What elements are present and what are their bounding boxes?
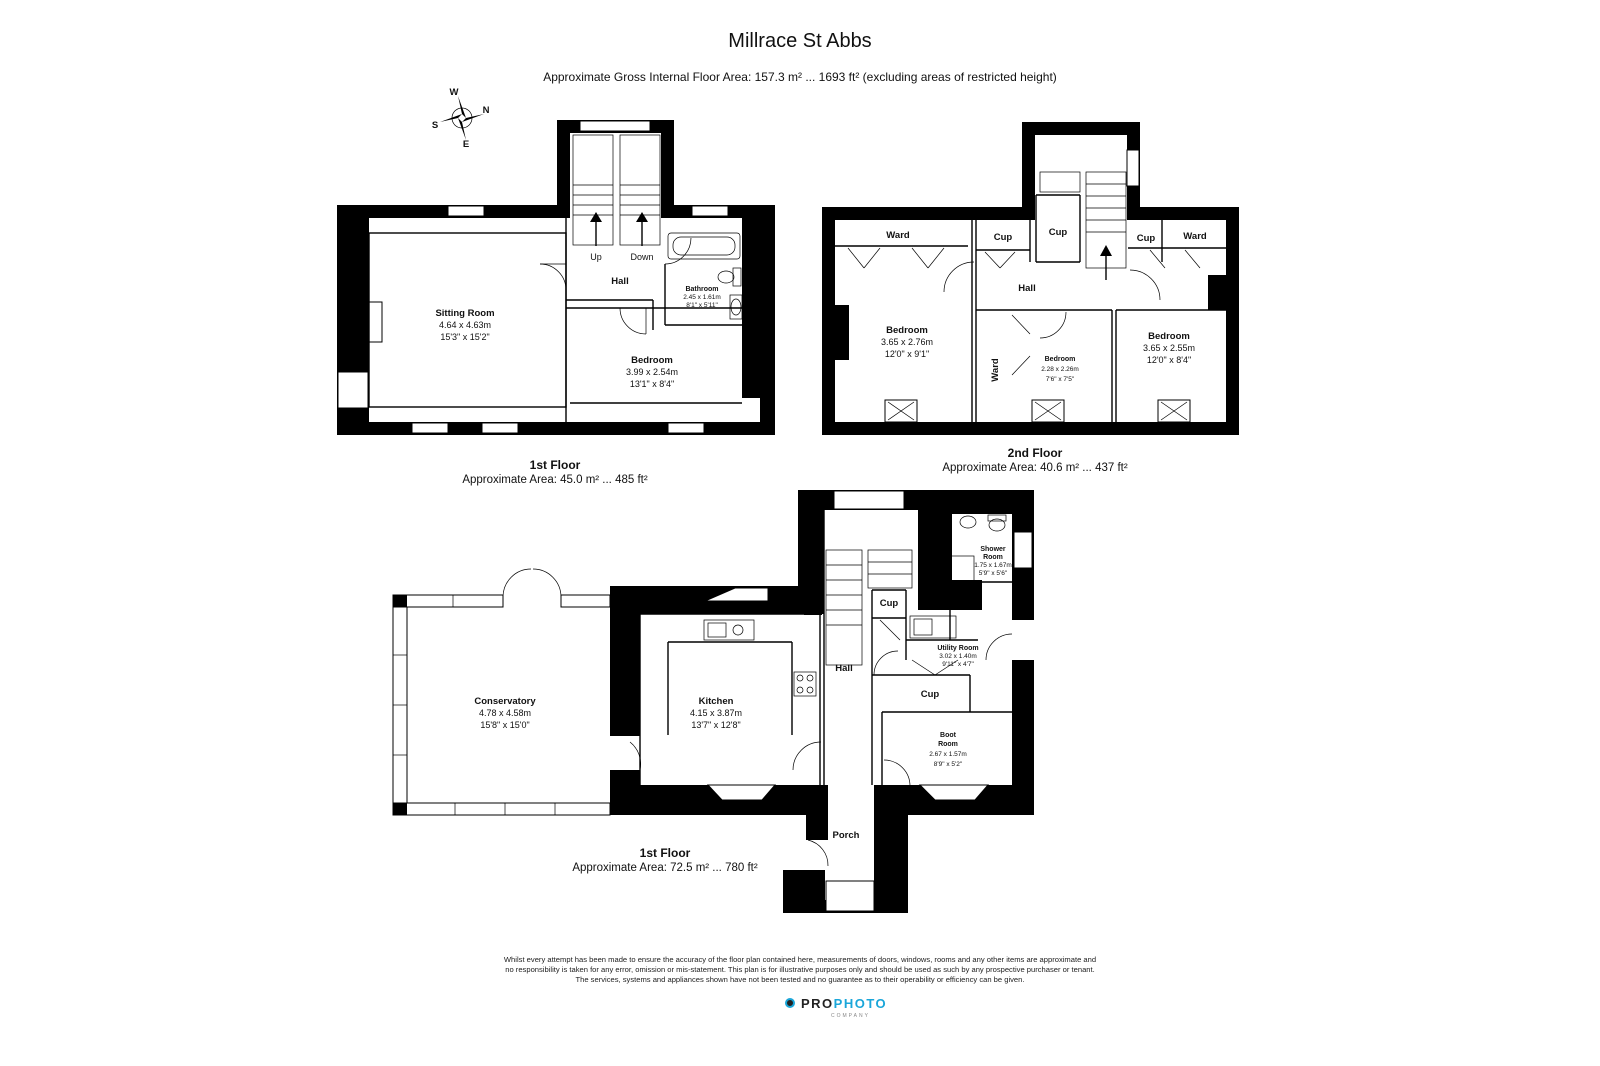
kitchen-imperial: 13'7" x 12'8"	[691, 720, 740, 730]
compass-e: E	[463, 139, 469, 150]
boot-room-label-line2: Room	[938, 741, 958, 748]
boot-room-label-line1: Boot	[940, 732, 957, 739]
compass-w: W	[450, 87, 459, 98]
second-floor-bedroom-1-label: Bedroom	[886, 325, 928, 336]
first-floor-plan: Sitting Room 4.64 x 4.63m 15'3" x 15'2" …	[337, 120, 775, 435]
utility-room-imperial: 9'11" x 4'7"	[942, 661, 974, 668]
second-floor-bedroom-1-metric: 3.65 x 2.76m	[881, 337, 933, 347]
first-floor-sitting-room-imperial: 15'3" x 15'2"	[440, 332, 489, 342]
disclaimer-line-3: The services, systems and appliances sho…	[575, 975, 1025, 984]
page-title: Millrace St Abbs	[728, 30, 872, 52]
staircase	[572, 134, 661, 246]
shower-room-metric: 1.75 x 1.67m	[974, 562, 1012, 569]
second-floor-caption-name: 2nd Floor	[1007, 446, 1063, 460]
second-floor-ward-2-label: Ward	[990, 358, 1001, 382]
staircase	[1039, 171, 1127, 280]
shower-room-imperial: 5'9" x 5'6"	[979, 570, 1008, 577]
conservatory-metric: 4.78 x 4.58m	[479, 708, 531, 718]
second-floor-ward-3-label: Ward	[1183, 231, 1207, 242]
second-floor-bedroom-3-label: Bedroom	[1148, 331, 1190, 342]
skylight-icon	[1157, 399, 1191, 423]
camera-lens-icon	[785, 998, 795, 1008]
disclaimer-line-2: no responsibility is taken for any error…	[505, 965, 1095, 974]
second-floor-caption: 2nd Floor Approximate Area: 40.6 m² ... …	[880, 446, 1190, 476]
brand-wordmark: PROPHOTO	[801, 996, 887, 1011]
staircase	[825, 549, 913, 666]
first-floor-caption-name: 1st Floor	[529, 458, 581, 472]
second-floor-plan: Ward Cup Cup Cup Ward Hall Ward Bedroom …	[822, 122, 1239, 435]
compass-rose-icon: W N E S	[432, 87, 490, 150]
disclaimer-line-1: Whilst every attempt has been made to en…	[503, 955, 1097, 964]
utility-room-metric: 3.02 x 1.40m	[939, 653, 977, 660]
first-floor-bathroom-label: Bathroom	[685, 286, 718, 293]
ground-floor-caption-area: Approximate Area: 72.5 m² ... 780 ft²	[572, 862, 758, 874]
brand-logo: PROPHOTO COMPANY	[785, 996, 905, 1026]
second-floor-cup-2-label: Cup	[1049, 227, 1068, 238]
second-floor-bedroom-1-imperial: 12'0" x 9'1"	[885, 349, 929, 359]
utility-sink	[909, 615, 957, 639]
shower-room-label-line1: Shower	[980, 546, 1006, 553]
kitchen-label: Kitchen	[699, 696, 734, 707]
first-floor-bedroom-metric: 3.99 x 2.54m	[626, 367, 678, 377]
shower-room-basin	[959, 515, 977, 529]
boot-room-metric: 2.67 x 1.57m	[929, 751, 967, 758]
utility-room-label: Utility Room	[937, 645, 978, 652]
skylight-icon	[1031, 399, 1065, 423]
page-subtitle: Approximate Gross Internal Floor Area: 1…	[543, 70, 1057, 84]
stairs-up-label: Up	[590, 252, 602, 262]
second-floor-bedroom-3-metric: 3.65 x 2.55m	[1143, 343, 1195, 353]
bathtub	[667, 232, 741, 260]
second-floor-bedroom-2-metric: 2.28 x 2.26m	[1041, 366, 1079, 373]
first-floor-bathroom-imperial: 8'1" x 5'11"	[686, 302, 718, 309]
ground-cup-1-label: Cup	[880, 598, 899, 609]
kitchen-metric: 4.15 x 3.87m	[690, 708, 742, 718]
first-floor-hall-label: Hall	[611, 276, 628, 287]
first-floor-sitting-room-label: Sitting Room	[435, 308, 494, 319]
shower-room-label-line2: Room	[983, 554, 1003, 561]
ground-floor-plan: Conservatory 4.78 x 4.58m 15'8" x 15'0" …	[392, 490, 1034, 913]
second-floor-cup-3-label: Cup	[1137, 233, 1156, 244]
shower-room-toilet	[987, 514, 1007, 532]
compass-n: N	[483, 105, 490, 116]
second-floor-hall-label: Hall	[1018, 283, 1035, 294]
kitchen-sink	[703, 619, 755, 641]
boot-room-imperial: 8'9" x 5'2"	[934, 761, 963, 768]
ground-cup-2-label: Cup	[921, 689, 940, 700]
first-floor-sitting-room-metric: 4.64 x 4.63m	[439, 320, 491, 330]
toilet	[717, 267, 742, 287]
second-floor-ward-1-label: Ward	[886, 230, 910, 241]
shower-tray	[939, 555, 975, 585]
first-floor-bedroom-label: Bedroom	[631, 355, 673, 366]
hob	[793, 671, 817, 697]
second-floor-bedroom-2-label: Bedroom	[1045, 356, 1076, 363]
second-floor-bedroom-2-imperial: 7'6" x 7'5"	[1046, 376, 1075, 383]
first-floor-bedroom-imperial: 13'1" x 8'4"	[630, 379, 674, 389]
first-floor-caption: 1st Floor Approximate Area: 45.0 m² ... …	[400, 458, 710, 488]
first-floor-bathroom-metric: 2.45 x 1.61m	[683, 294, 721, 301]
conservatory-imperial: 15'8" x 15'0"	[480, 720, 529, 730]
brand-sub: COMPANY	[831, 1013, 870, 1019]
second-floor-bedroom-3-imperial: 12'0" x 8'4"	[1147, 355, 1191, 365]
washbasin	[729, 294, 743, 320]
second-floor-cup-1-label: Cup	[994, 232, 1013, 243]
skylight-icon	[884, 399, 918, 423]
ground-floor-caption: 1st Floor Approximate Area: 72.5 m² ... …	[510, 846, 820, 876]
conservatory-label: Conservatory	[474, 696, 536, 707]
brand-word-a: PRO	[801, 996, 834, 1011]
porch-label: Porch	[833, 830, 860, 841]
ground-floor-caption-name: 1st Floor	[639, 846, 691, 860]
ground-hall-label: Hall	[835, 663, 852, 674]
first-floor-caption-area: Approximate Area: 45.0 m² ... 485 ft²	[462, 474, 648, 486]
compass-s: S	[432, 120, 438, 131]
stairs-down-label: Down	[630, 252, 653, 262]
second-floor-caption-area: Approximate Area: 40.6 m² ... 437 ft²	[942, 462, 1128, 474]
brand-word-b: PHOTO	[833, 996, 888, 1011]
disclaimer: Whilst every attempt has been made to en…	[470, 955, 1130, 985]
